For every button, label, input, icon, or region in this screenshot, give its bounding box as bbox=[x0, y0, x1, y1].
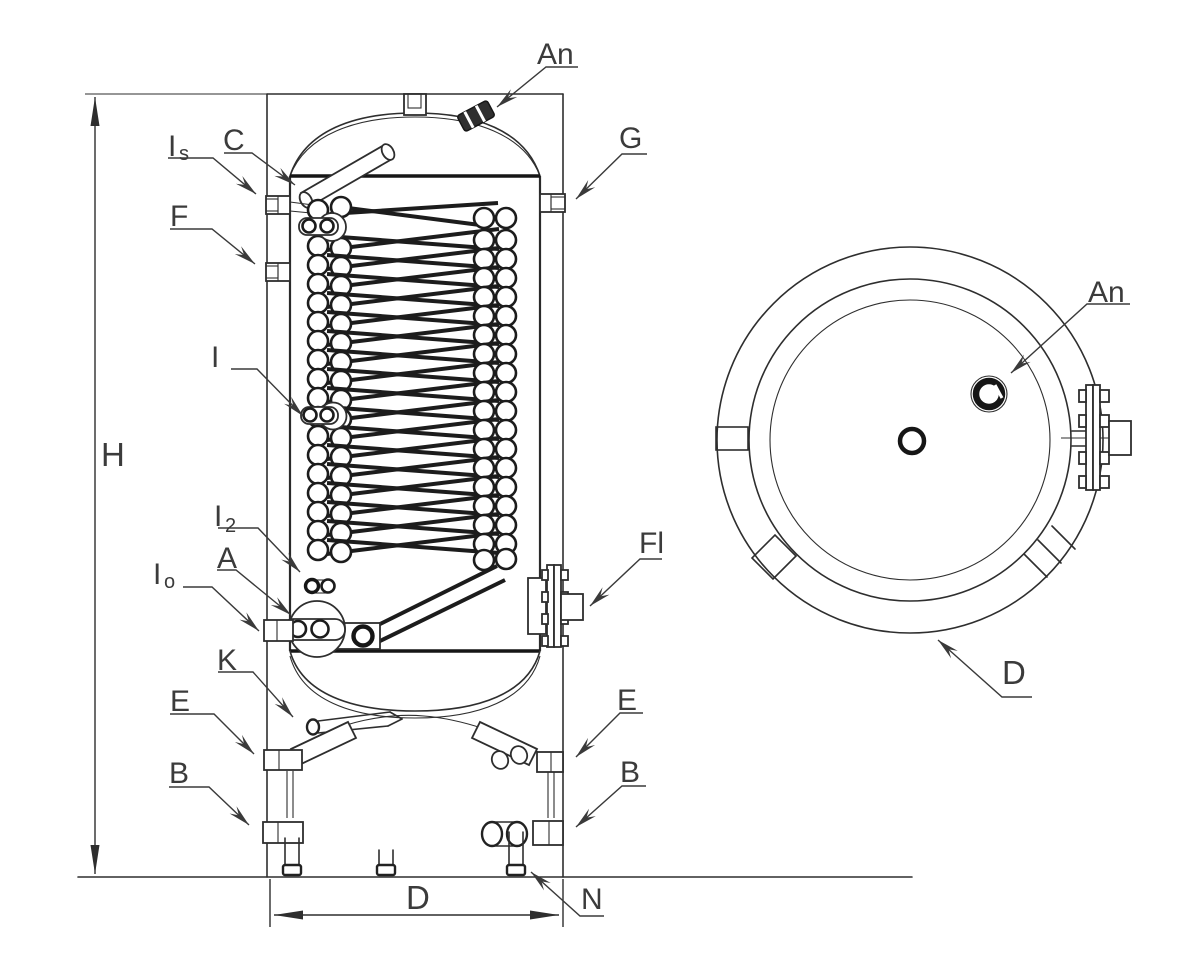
bottom-inlet-pipe bbox=[480, 820, 529, 848]
coil-top-fitting bbox=[298, 212, 347, 242]
dimension-d-side-label: D bbox=[406, 879, 430, 916]
top-view-middle-circle bbox=[748, 278, 1072, 602]
top-view-lower-right-tab bbox=[1023, 525, 1076, 578]
label-c: C bbox=[223, 124, 245, 157]
label-is-sub: s bbox=[179, 143, 189, 165]
label-g: G bbox=[619, 122, 642, 155]
label-b-right: B bbox=[620, 756, 640, 789]
label-io-main: I bbox=[153, 558, 161, 591]
flange-a bbox=[282, 600, 381, 658]
port-is bbox=[265, 195, 291, 215]
leader-e-right bbox=[575, 712, 643, 758]
leader-lines bbox=[168, 66, 662, 917]
top-view: An D bbox=[715, 246, 1132, 698]
leader-b-left bbox=[169, 786, 250, 826]
dimension-d-side: D bbox=[269, 879, 564, 927]
center-port bbox=[897, 426, 927, 456]
vent-fitting bbox=[403, 93, 427, 116]
dimension-h-label: H bbox=[101, 436, 125, 473]
top-view-outer-circle bbox=[716, 246, 1104, 634]
label-is-main: I bbox=[168, 130, 176, 163]
leader-a bbox=[217, 569, 292, 616]
label-k: K bbox=[217, 644, 237, 677]
anode-nozzle bbox=[457, 100, 495, 132]
support-feet bbox=[281, 831, 527, 877]
leader-an-side bbox=[496, 66, 578, 108]
label-f: F bbox=[170, 200, 188, 233]
leader-d-top bbox=[937, 639, 1032, 698]
port-f bbox=[265, 262, 291, 282]
label-n: N bbox=[581, 883, 603, 916]
leader-i bbox=[231, 368, 304, 417]
label-i: I bbox=[211, 341, 219, 374]
top-view-flange bbox=[1061, 384, 1132, 491]
port-b-left bbox=[262, 821, 304, 844]
label-i2-main: I bbox=[214, 500, 222, 533]
leader-f bbox=[170, 228, 256, 265]
leader-i2 bbox=[218, 527, 301, 573]
top-view-inner-circle bbox=[769, 299, 1051, 581]
label-e-right: E bbox=[617, 684, 637, 717]
port-io bbox=[263, 619, 294, 642]
leader-an-top bbox=[1010, 303, 1130, 374]
label-e-left: E bbox=[170, 685, 190, 718]
leader-e-left bbox=[170, 713, 255, 755]
port-e-right bbox=[536, 751, 564, 773]
leader-k bbox=[218, 671, 294, 718]
label-d-top: D bbox=[1002, 654, 1026, 691]
top-view-lower-left-tab bbox=[750, 533, 798, 581]
side-view: H D An bbox=[77, 38, 913, 927]
leader-io bbox=[183, 586, 260, 632]
label-an-side: An bbox=[537, 38, 574, 71]
port-e-right-pipe bbox=[470, 720, 539, 770]
anode-top-view bbox=[970, 375, 1008, 413]
port-i2-fitting bbox=[303, 577, 336, 595]
port-g bbox=[539, 193, 566, 213]
label-b-left: B bbox=[169, 757, 189, 790]
leader-fl bbox=[589, 558, 662, 607]
label-an-top: An bbox=[1088, 276, 1125, 309]
leader-c bbox=[224, 152, 296, 186]
top-view-left-tab bbox=[715, 426, 749, 451]
label-io-sub: o bbox=[164, 571, 175, 593]
leader-is bbox=[168, 157, 257, 195]
drain-k bbox=[305, 711, 403, 736]
label-fl: Fl bbox=[639, 527, 664, 560]
leader-b-right bbox=[575, 785, 646, 828]
leader-g bbox=[575, 153, 647, 200]
label-a: A bbox=[217, 542, 237, 575]
leader-n bbox=[530, 871, 604, 917]
label-i2-sub: 2 bbox=[225, 515, 236, 537]
sensor-pocket-i bbox=[300, 401, 348, 431]
dimension-h: H bbox=[90, 97, 125, 874]
heating-coil bbox=[289, 195, 518, 644]
side-view-labels: An C I s F G I I 2 A I o K E B Fl E B N bbox=[153, 38, 664, 916]
port-b-right bbox=[532, 820, 564, 846]
flange-fl bbox=[527, 564, 584, 648]
port-e-left bbox=[263, 749, 303, 771]
